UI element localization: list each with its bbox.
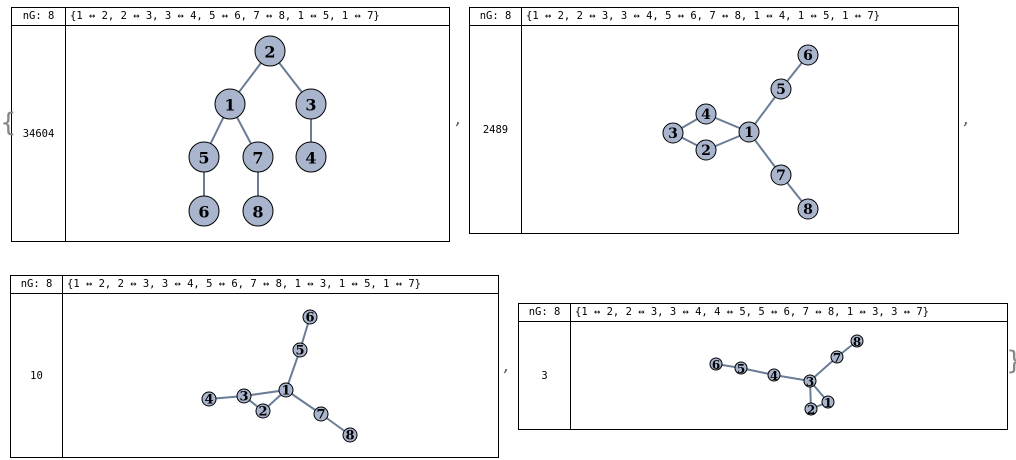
- vertex-5: [188, 141, 220, 173]
- panel-2-count: 2489: [470, 26, 522, 233]
- panel-3-graph-svg: 123 4 5 6 7 8: [201, 309, 358, 444]
- vertex-2: [695, 139, 717, 161]
- vertex-label-4: 4: [305, 149, 316, 168]
- vertex-5: [734, 361, 748, 375]
- panel-2-edge-list: {1 ↔ 2, 2 ↔ 3, 3 ↔ 4, 5 ↔ 6, 7 ↔ 8, 1 ↔ …: [522, 8, 958, 26]
- vertex-1: [278, 382, 294, 398]
- vertex-8: [342, 427, 358, 443]
- vertex-label-3: 3: [668, 126, 678, 142]
- vertex-6: [709, 357, 723, 371]
- panel-2-vertex-count-label: nG: 8: [470, 8, 522, 26]
- vertex-label-4: 4: [204, 393, 213, 408]
- vertex-7: [313, 406, 329, 422]
- separator-3: ,: [503, 355, 509, 376]
- vertex-label-3: 3: [239, 390, 248, 405]
- vertex-7: [770, 164, 792, 186]
- vertex-2: [804, 402, 818, 416]
- vertex-3: [803, 374, 817, 388]
- panel-4-count: 3: [519, 322, 571, 429]
- vertex-label-2: 2: [701, 143, 711, 159]
- panel-4-edge-list: {1 ↔ 2, 2 ↔ 3, 3 ↔ 4, 4 ↔ 5, 5 ↔ 6, 7 ↔ …: [571, 304, 1007, 322]
- vertex-6: [188, 195, 220, 227]
- vertex-label-7: 7: [776, 168, 786, 184]
- separator-1: ,: [455, 108, 461, 129]
- panel-1-graph-svg: 1 2 3 4 5 6 7 8: [188, 35, 327, 227]
- vertex-5: [770, 78, 792, 100]
- vertex-label-6: 6: [712, 358, 720, 372]
- vertex-label-2: 2: [258, 405, 267, 420]
- vertex-label-2: 2: [264, 43, 275, 62]
- vertex-1: [214, 88, 246, 120]
- vertex-2: [254, 35, 286, 67]
- vertex-label-3: 3: [806, 375, 814, 389]
- panel-2-graph: 1 2 3 4 5 6 7 8: [522, 26, 958, 233]
- vertex-label-7: 7: [316, 408, 325, 423]
- list-open-brace: {: [0, 108, 17, 138]
- vertex-label-5: 5: [198, 149, 209, 168]
- vertex-label-7: 7: [252, 149, 263, 168]
- vertex-label-8: 8: [853, 335, 861, 349]
- vertex-8: [850, 334, 864, 348]
- vertex-1: [821, 395, 835, 409]
- graph-panel-3: nG: 8 {1 ↔ 2, 2 ↔ 3, 3 ↔ 4, 5 ↔ 6, 7 ↔ 8…: [10, 275, 499, 458]
- vertex-label-2: 2: [807, 403, 815, 417]
- vertex-label-6: 6: [305, 311, 314, 326]
- vertex-label-1: 1: [281, 384, 290, 399]
- panel-3-vertex-count-label: nG: 8: [11, 276, 63, 294]
- vertex-4: [201, 391, 217, 407]
- vertex-label-7: 7: [833, 351, 841, 365]
- panel-4-vertex-count-label: nG: 8: [519, 304, 571, 322]
- vertex-3: [236, 388, 252, 404]
- panel-3-count: 10: [11, 294, 63, 457]
- vertex-label-1: 1: [224, 96, 235, 115]
- vertex-label-5: 5: [737, 362, 745, 376]
- vertex-2: [255, 403, 271, 419]
- graph-panel-4: nG: 8 {1 ↔ 2, 2 ↔ 3, 3 ↔ 4, 4 ↔ 5, 5 ↔ 6…: [518, 303, 1008, 430]
- vertex-label-4: 4: [701, 107, 711, 123]
- vertex-label-6: 6: [803, 48, 813, 64]
- vertex-label-6: 6: [198, 203, 209, 222]
- vertex-1: [738, 121, 760, 143]
- graph-panel-2: nG: 8 {1 ↔ 2, 2 ↔ 3, 3 ↔ 4, 5 ↔ 6, 7 ↔ 8…: [469, 7, 959, 234]
- panel-4-graph-svg: 12 3 4 5 6 78: [709, 334, 864, 417]
- vertex-7: [830, 350, 844, 364]
- vertex-3: [662, 122, 684, 144]
- panel-1-graph: 1 2 3 4 5 6 7 8: [66, 26, 449, 241]
- vertex-8: [797, 198, 819, 220]
- vertex-label-5: 5: [295, 344, 304, 359]
- vertex-label-1: 1: [824, 396, 832, 410]
- vertex-label-8: 8: [252, 203, 263, 222]
- vertex-7: [242, 141, 274, 173]
- panel-2-graph-svg: 1 2 3 4 5 6 7 8: [662, 44, 819, 220]
- vertex-4: [295, 141, 327, 173]
- vertex-label-3: 3: [305, 96, 316, 115]
- vertex-4: [695, 103, 717, 125]
- list-close-brace: }: [1006, 346, 1016, 376]
- panel-1-edge-list: {1 ↔ 2, 2 ↔ 3, 3 ↔ 4, 5 ↔ 6, 7 ↔ 8, 1 ↔ …: [66, 8, 449, 26]
- vertex-6: [797, 44, 819, 66]
- vertex-label-5: 5: [776, 82, 786, 98]
- vertex-4: [767, 368, 781, 382]
- panel-1-vertex-count-label: nG: 8: [12, 8, 66, 26]
- vertex-label-1: 1: [744, 125, 754, 141]
- vertex-3: [295, 88, 327, 120]
- vertex-label-4: 4: [770, 369, 778, 383]
- vertex-label-8: 8: [803, 202, 813, 218]
- vertex-5: [292, 342, 308, 358]
- vertex-8: [242, 195, 274, 227]
- vertex-label-8: 8: [345, 429, 354, 444]
- panel-1-count: 34604: [12, 26, 66, 241]
- graph-panel-1: nG: 8 {1 ↔ 2, 2 ↔ 3, 3 ↔ 4, 5 ↔ 6, 7 ↔ 8…: [11, 7, 450, 242]
- vertex-6: [302, 309, 318, 325]
- panel-3-edge-list: {1 ↔ 2, 2 ↔ 3, 3 ↔ 4, 5 ↔ 6, 7 ↔ 8, 1 ↔ …: [63, 276, 498, 294]
- separator-2: ,: [963, 108, 969, 129]
